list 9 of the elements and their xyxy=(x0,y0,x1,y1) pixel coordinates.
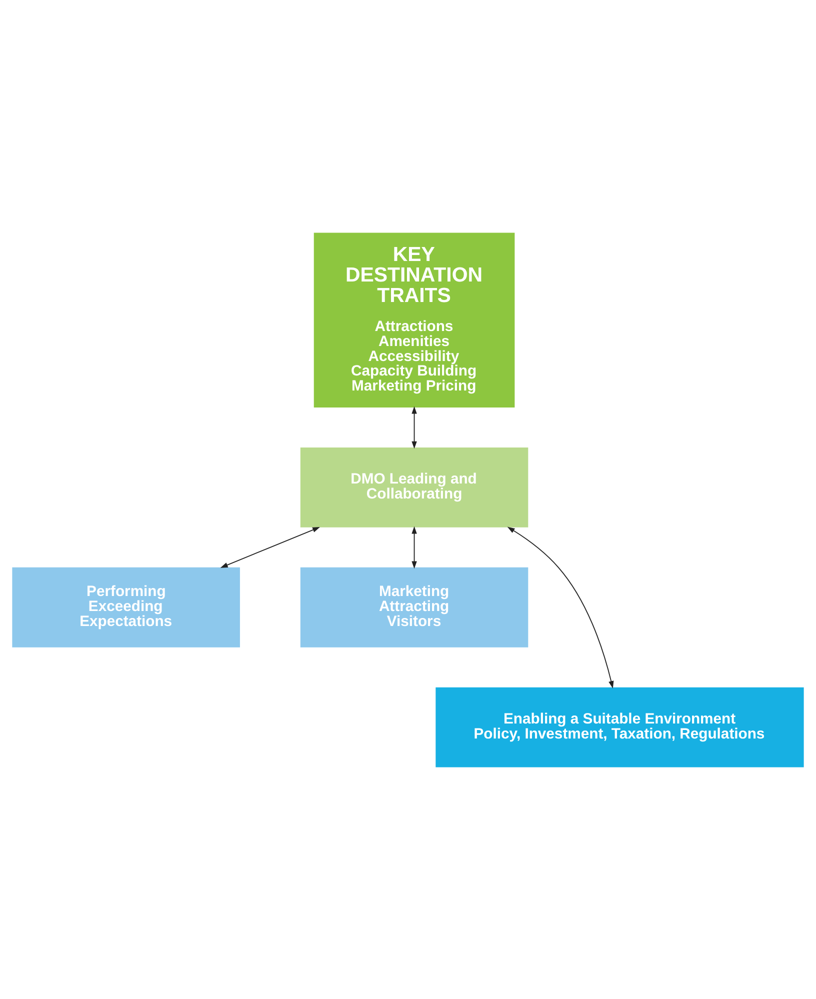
arrow xyxy=(412,406,417,448)
arrow xyxy=(220,526,320,568)
node-box: Marketing Attracting Visitors xyxy=(300,566,528,647)
node-box: DMO Leading and Collaborating xyxy=(300,446,528,527)
arrow xyxy=(507,526,614,688)
node-box: Performing Exceeding Expectations xyxy=(12,566,240,647)
arrow xyxy=(412,526,417,568)
node-box: KEY DESTINATION TRAITS Attractions Amenities Accessibility Capacity Building Marketing Pricing xyxy=(314,232,515,407)
node-box: Enabling a Suitable Environment Policy, Investment, Taxation, Regulations xyxy=(436,686,804,767)
